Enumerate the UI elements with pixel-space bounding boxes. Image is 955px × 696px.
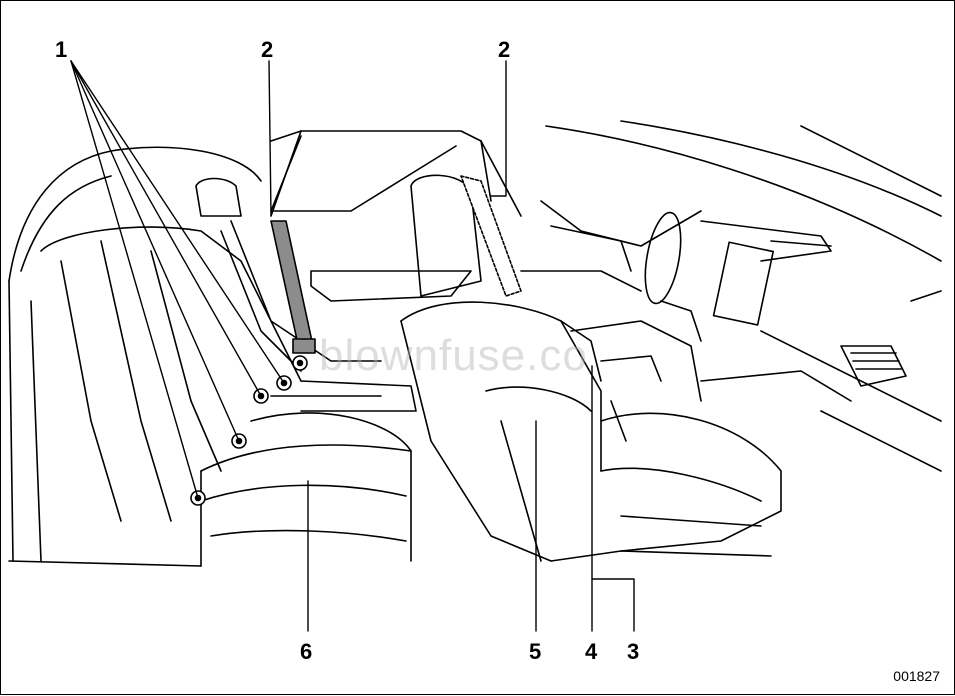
car-body-outline xyxy=(8,120,942,567)
leader-lines xyxy=(70,60,635,632)
callout-3: 3 xyxy=(627,639,640,664)
door-and-window-lines xyxy=(270,135,702,302)
dashboard-and-console xyxy=(570,211,942,472)
figure-id: 001827 xyxy=(893,668,940,684)
rear-seat-belt xyxy=(270,220,316,354)
watermark: blownfuse.co xyxy=(319,331,588,380)
callout-2-front: 2 xyxy=(498,37,511,62)
callout-1: 1 xyxy=(55,37,68,62)
callout-2-rear: 2 xyxy=(261,37,274,62)
callout-6: 6 xyxy=(300,639,313,664)
callout-5: 5 xyxy=(529,639,542,664)
lower-anchor-points xyxy=(190,355,308,506)
front-seat xyxy=(400,174,782,562)
callout-4: 4 xyxy=(585,639,598,664)
front-seat-belt xyxy=(460,175,522,297)
rear-seat xyxy=(40,177,417,567)
